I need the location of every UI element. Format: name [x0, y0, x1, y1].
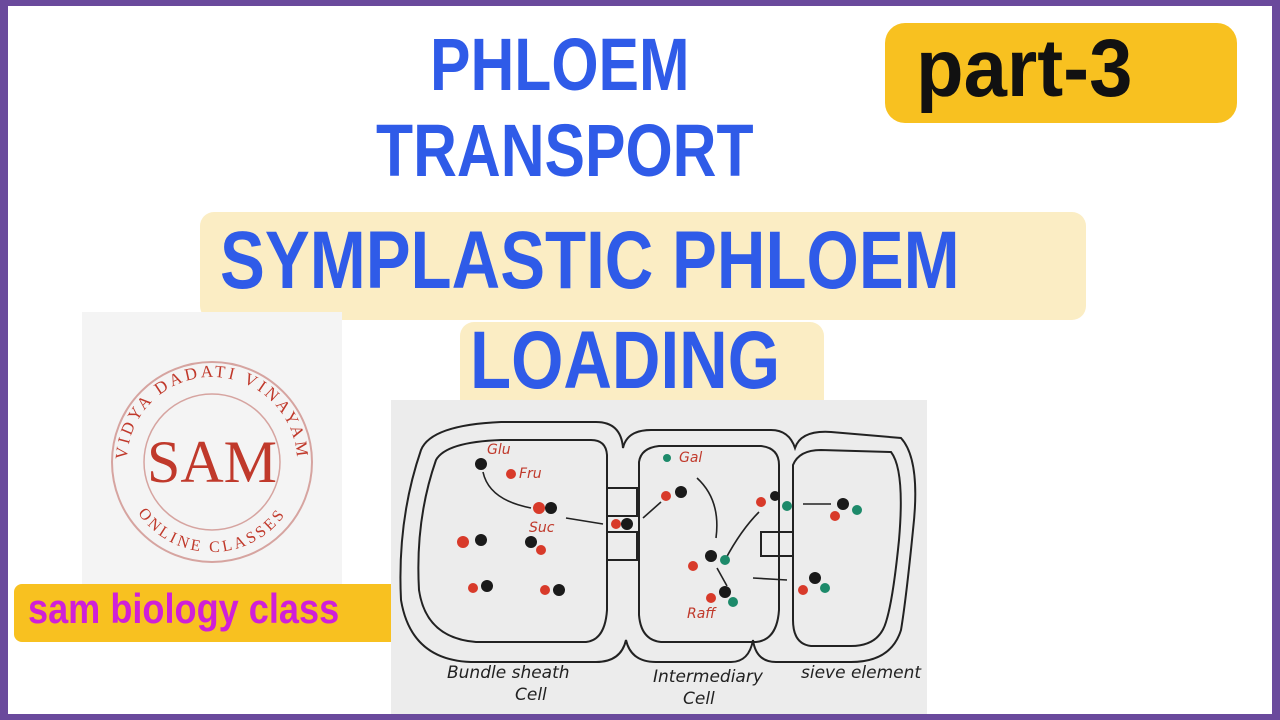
- plasmodesmata-pore-2: [606, 531, 638, 561]
- arrow-suc-to-pore: [565, 517, 604, 525]
- part-badge-label: part-3: [916, 23, 1133, 114]
- label-sieve-element: sieve element: [801, 663, 922, 683]
- phloem-loading-diagram: Glu Fru Suc Gal Raff Bundle sheath Cell …: [391, 400, 927, 714]
- outer-wall: [399, 421, 917, 663]
- molecule-dots: [457, 454, 862, 607]
- logo-inner-ring: [143, 393, 281, 531]
- label-gal: Gal: [679, 450, 702, 466]
- title-line-transport: TRANSPORT: [376, 109, 754, 192]
- arrow-glu-to-suc: [482, 471, 532, 509]
- title-line-symplastic: SYMPLASTIC PHLOEM: [220, 215, 960, 306]
- arrow-to-sieve-bottom: [752, 577, 788, 581]
- sam-logo-area: VIDYA DADATI VINAYAM ONLINE CLASSES SAM: [82, 312, 342, 592]
- label-bundle-sheath-cell: Cell: [515, 685, 547, 705]
- title-line-phloem: PHLOEM: [430, 23, 690, 106]
- plasmodesmata-pore-1: [606, 487, 638, 517]
- channel-badge: [14, 584, 416, 642]
- label-bundle-sheath: Bundle sheath: [447, 663, 570, 683]
- label-raff: Raff: [687, 606, 717, 622]
- intermediary-cell-outline: [638, 445, 780, 643]
- title-line-loading: LOADING: [470, 315, 781, 406]
- label-suc: Suc: [529, 520, 555, 536]
- part-badge: [885, 23, 1237, 123]
- label-intermediary-cell: Cell: [683, 689, 715, 709]
- highlight-loading: [460, 322, 824, 414]
- plasmodesmata-pore-3: [760, 531, 794, 557]
- bundle-sheath-cell-outline: [417, 439, 608, 643]
- label-intermediary: Intermediary: [653, 667, 764, 687]
- arrow-to-upper-right: [724, 511, 760, 561]
- channel-name: sam biology class: [28, 585, 340, 632]
- logo-initials: SAM: [147, 429, 277, 495]
- sam-logo: VIDYA DADATI VINAYAM ONLINE CLASSES SAM: [111, 361, 313, 563]
- label-glu: Glu: [487, 442, 511, 458]
- highlight-symplastic: [200, 212, 1086, 320]
- label-fru: Fru: [519, 466, 542, 482]
- arrow-pore-to-gal: [642, 501, 662, 519]
- arrow-gal-down: [696, 477, 718, 539]
- thumbnail-canvas: PHLOEM TRANSPORT SYMPLASTIC PHLOEM LOADI…: [8, 6, 1272, 714]
- sieve-element-outline: [792, 448, 902, 647]
- arrow-to-raff: [716, 567, 728, 587]
- logo-outer-ring: [111, 361, 313, 563]
